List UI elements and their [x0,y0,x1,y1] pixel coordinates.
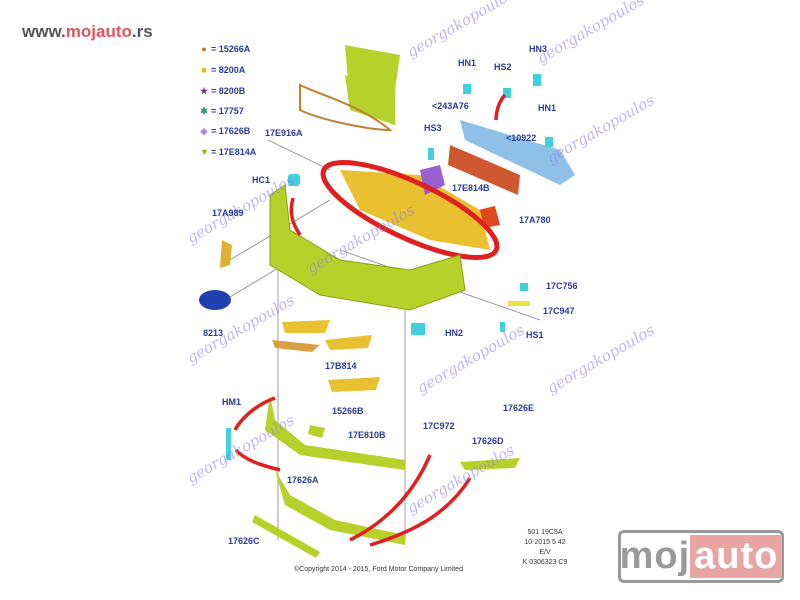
lower-grille-part [345,75,395,125]
part-label[interactable]: <10922 [506,133,537,143]
part-label[interactable]: 17B814 [325,361,357,371]
fog-bezel-part [328,377,380,392]
highlight-ellipse [320,160,500,260]
absorber-part [448,145,520,195]
part-label[interactable]: 8213 [203,328,224,338]
part-label[interactable]: HN2 [445,328,464,338]
bumper-beam-part [460,120,575,185]
clips [226,74,553,460]
part-label[interactable]: HN1 [538,103,557,113]
copyright: ©Copyright 2014 - 2015, Ford Motor Compa… [294,566,463,573]
part-label[interactable]: HC1 [252,175,271,185]
part-label[interactable]: 15266B [332,406,364,416]
upper-grille-part [345,45,400,90]
part-label[interactable]: 17C756 [546,281,578,291]
legend-item: ◆= 17626B [200,126,251,136]
ford-badge-icon [199,290,231,310]
legend-item: ▼= 17E814A [200,147,257,157]
tow-cover-part [220,240,232,268]
code-line: K 0306323 C9 [522,559,568,566]
red-arrows [233,93,507,547]
part-label[interactable]: 17E810B [348,430,386,440]
part-label[interactable]: 17E814B [452,183,490,193]
part-label[interactable]: 17A780 [519,215,551,225]
grille-frame-part [299,83,393,132]
trim-17626d-part [460,458,520,470]
part-label[interactable]: <243A76 [432,101,469,111]
code-line: 10-2015 5 42 [524,539,566,546]
clip-17c947 [508,301,530,306]
part-label[interactable]: 17626D [472,436,504,446]
part-label[interactable]: 17C972 [423,421,455,431]
site-url[interactable]: www.mojauto.rs [22,22,153,41]
part-label[interactable]: HS3 [424,123,442,133]
code-line: 501 19C5A [527,529,563,536]
lower-spoiler-part [265,395,405,470]
fog-bezel-part [325,335,372,350]
part-label[interactable]: 17626A [287,475,319,485]
legend-item: ●= 15266A [201,44,251,54]
part-label[interactable]: HM1 [222,397,242,407]
strip-17626c-part [252,515,320,558]
diagram-code: 501 19C5A 10-2015 5 42 E/V K 0306323 C9 [515,528,575,568]
part-label[interactable]: HN1 [458,58,477,68]
part-label[interactable]: 17A989 [212,208,244,218]
part-label[interactable]: 17626E [503,403,535,413]
front-bumper-part [269,184,466,311]
part-label[interactable]: HS2 [494,62,512,72]
undertray-part [340,170,490,250]
code-line: E/V [539,549,551,556]
part-label[interactable]: 17C947 [543,306,575,316]
bracket-17e810b-part [308,425,325,438]
part-label[interactable]: HS1 [526,330,544,340]
part-label[interactable]: 17626C [228,536,260,546]
legend-item: ■= 8200A [201,65,246,75]
part-label[interactable]: 17E916A [265,128,303,138]
fog-bezel-part [272,340,320,352]
legend-item: ✱= 17757 [200,106,244,116]
legend-item: ★= 8200B [200,86,246,96]
fog-bezel-part [282,320,330,333]
part-label[interactable]: HN3 [529,44,548,54]
